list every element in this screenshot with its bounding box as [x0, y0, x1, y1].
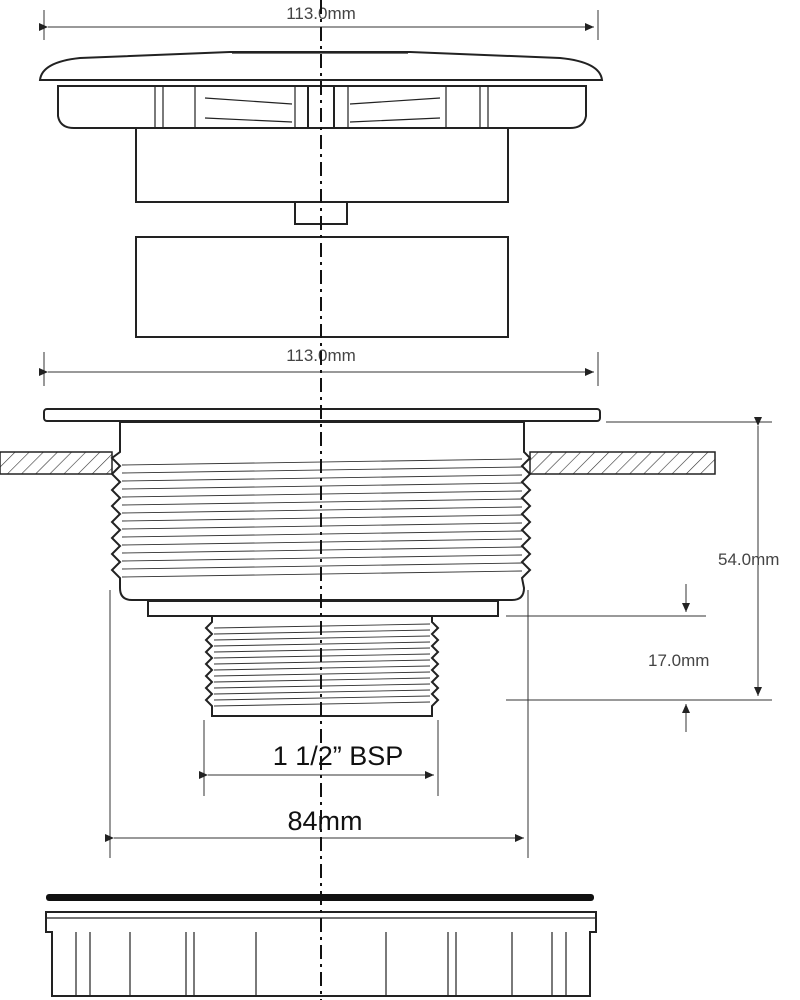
thread-line: [213, 635, 431, 641]
thread-line: [213, 671, 431, 677]
thread-line: [121, 562, 523, 570]
diameter-dimensions: 1 1/2” BSP 84mm: [105, 590, 529, 858]
basin-section-right: [529, 451, 716, 475]
basin-section-left: [0, 451, 113, 475]
main-threaded-body: [110, 421, 532, 601]
thread-line: [121, 506, 523, 514]
body-diameter-label: 84mm: [287, 806, 362, 836]
body-washer: [147, 600, 499, 617]
thread-line: [213, 689, 431, 695]
body-height-label: 54.0mm: [718, 550, 779, 569]
height-dimensions: 54.0mm 17.0mm: [506, 417, 779, 732]
thread-length-label: 17.0mm: [648, 651, 709, 670]
thread-line: [213, 641, 431, 647]
waste-body: [0, 408, 716, 717]
thread-line: [121, 554, 523, 562]
thread-line: [121, 498, 523, 506]
thread-size-label: 1 1/2” BSP: [273, 741, 404, 771]
thread-line: [213, 695, 431, 701]
